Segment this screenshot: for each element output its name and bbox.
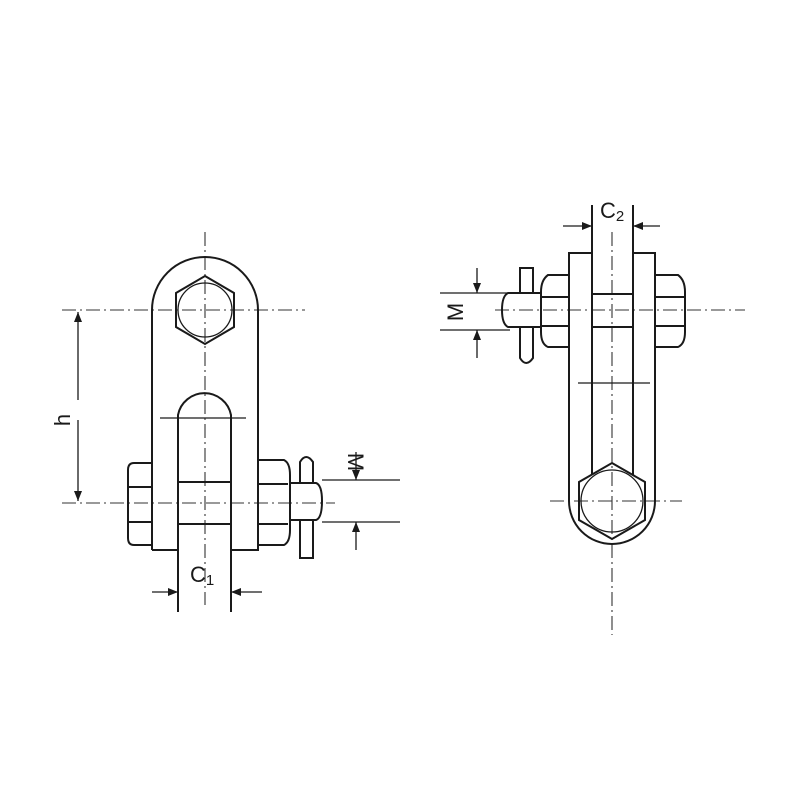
side-view: M C2 bbox=[440, 198, 745, 635]
cotter-pin bbox=[299, 456, 314, 559]
right-m-label: M bbox=[443, 303, 468, 321]
h-label: h bbox=[50, 414, 75, 426]
pin-end bbox=[290, 482, 324, 521]
pin-end bbox=[500, 292, 541, 328]
left-m-label: M bbox=[343, 453, 368, 471]
hex-bolt-head bbox=[578, 461, 646, 541]
c1-label: C1 bbox=[190, 562, 214, 589]
bolt-circle bbox=[177, 282, 233, 338]
right-nut bbox=[258, 459, 291, 546]
shackle-plate bbox=[151, 256, 259, 551]
hex-bolt-head bbox=[175, 274, 235, 346]
bolt-circle bbox=[580, 469, 644, 533]
left-nut bbox=[540, 274, 569, 348]
cotter-pin bbox=[519, 267, 534, 364]
right-nut bbox=[655, 274, 686, 348]
slot-tongue bbox=[177, 392, 232, 612]
c2-label: C2 bbox=[600, 198, 624, 225]
front-view: M h C1 bbox=[50, 232, 400, 612]
left-nut bbox=[127, 462, 152, 546]
side-plate bbox=[568, 252, 656, 545]
